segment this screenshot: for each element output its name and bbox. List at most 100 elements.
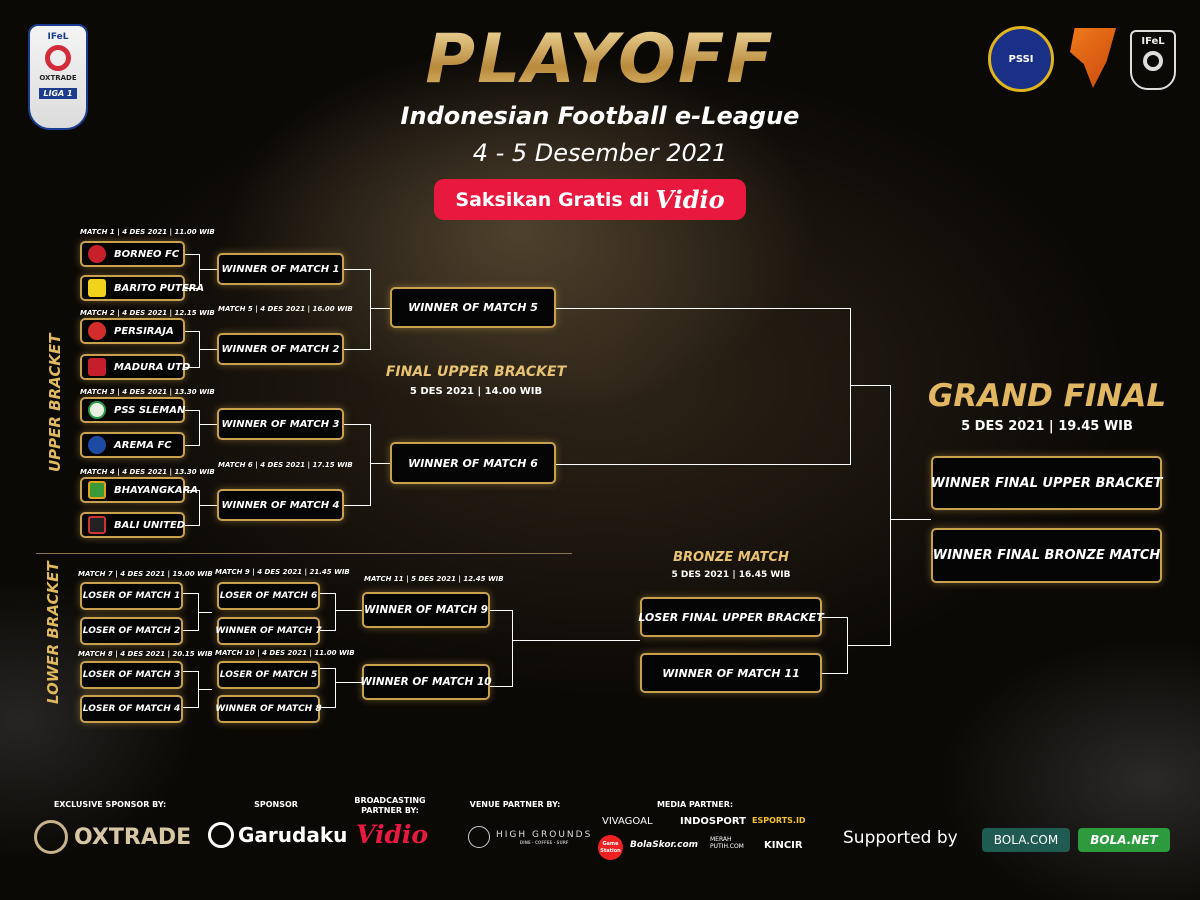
connector (199, 410, 200, 446)
team-slot: MADURA UTD (80, 354, 190, 380)
connector (556, 308, 850, 309)
connector (183, 671, 198, 672)
bhayangkara-crest-icon (88, 481, 106, 499)
bracket-slot: WINNER OF MATCH 11 (640, 653, 822, 693)
team-slot: BARITO PUTERA (80, 275, 204, 301)
upper-bracket-label: UPPER BRACKET (46, 333, 64, 472)
bracket-slot: LOSER OF MATCH 3 (80, 661, 183, 689)
match-label: MATCH 9 | 4 DES 2021 | 21.45 WIB (215, 568, 350, 576)
connector (490, 686, 512, 687)
connector (320, 707, 335, 708)
bracket-slot: WINNER OF MATCH 2 (217, 333, 344, 365)
connector (198, 612, 212, 613)
connector (183, 630, 198, 631)
team-slot: BHAYANGKARA (80, 477, 198, 503)
media-partner-bolaskor: BolaSkor.com (630, 840, 699, 850)
bronze-title: BRONZE MATCH (673, 550, 789, 565)
connector (185, 490, 199, 491)
connector (370, 463, 390, 464)
liga1-text: LIGA 1 (39, 88, 77, 99)
media-partner-esports: ESPORTS.ID (752, 816, 806, 825)
exclusive-sponsor-label: EXCLUSIVE SPONSOR BY: (53, 800, 167, 809)
connector (185, 445, 199, 446)
connector (183, 707, 198, 708)
garuda-icon (208, 822, 234, 848)
pss-crest-icon (88, 401, 106, 419)
connector (320, 668, 335, 669)
connector (890, 385, 891, 645)
media-partner-label: MEDIA PARTNER: (656, 800, 734, 809)
bracket-slot: LOSER OF MATCH 2 (80, 617, 183, 645)
persiraja-crest-icon (88, 322, 106, 340)
bracket-slot: WINNER OF MATCH 8 (215, 695, 322, 723)
watch-text: Saksikan Gratis di (455, 188, 650, 211)
connector (822, 673, 847, 674)
connector (199, 269, 217, 270)
grand-final-date: 5 DES 2021 | 19.45 WIB (961, 419, 1133, 434)
connector (185, 367, 199, 368)
bracket-slot: WINNER OF MATCH 10 (360, 664, 492, 700)
bracket-slot: LOSER OF MATCH 4 (80, 695, 183, 723)
connector (185, 288, 199, 289)
bolacom-logo: BOLA.COM (982, 828, 1070, 852)
connector (183, 593, 198, 594)
team-name: BORNEO FC (114, 248, 180, 260)
page-title: PLAYOFF (330, 20, 870, 99)
connector (199, 505, 217, 506)
oxtrade-logo: OXTRADE (34, 820, 191, 854)
team-name: BARITO PUTERA (114, 282, 205, 294)
connector (185, 525, 199, 526)
connector (185, 331, 199, 332)
oxtrade-text: OXTRADE (39, 74, 77, 82)
venue-name: HIGH GROUNDS (496, 829, 593, 840)
ifel-text: IFeL (47, 32, 69, 42)
ifel-emblem-icon (45, 45, 71, 71)
connector (370, 424, 371, 506)
connector (199, 490, 200, 526)
match-label: MATCH 6 | 4 DES 2021 | 17.15 WIB (218, 461, 353, 469)
bracket-slot: LOSER OF MATCH 6 (217, 582, 320, 610)
connector (822, 617, 847, 618)
ox-head-icon (34, 820, 68, 854)
connector (335, 668, 336, 708)
vidio-logo: Vidio (655, 185, 725, 214)
connector (344, 424, 370, 425)
bracket-slot: LOSER OF MATCH 1 (80, 582, 183, 610)
connector (199, 424, 217, 425)
connector (185, 254, 199, 255)
subtitle: Indonesian Football e-League (400, 102, 800, 130)
bolanet-logo: BOLA.NET (1078, 828, 1170, 852)
team-name: PERSIRAJA (114, 325, 174, 337)
pssi-text: PSSI (1008, 53, 1034, 65)
connector (344, 349, 370, 350)
bracket-slot: WINNER OF MATCH 6 (390, 442, 556, 484)
watch-on-vidio-button[interactable]: Saksikan Gratis di Vidio (434, 179, 746, 220)
venue-tagline: DINE · COFFEE · SURF (519, 839, 569, 845)
connector (320, 630, 335, 631)
connector (490, 610, 512, 611)
media-partner-indosport: INDOSPORT (680, 816, 746, 827)
media-partner-merahputih: MERAH PUTIH.COM (710, 836, 744, 850)
barito-crest-icon (88, 279, 106, 297)
garudaku-text: Garudaku (238, 823, 348, 847)
media-partner-gamestation: Game Station (598, 835, 623, 860)
connector (370, 308, 390, 309)
bronze-date: 5 DES 2021 | 16.45 WIB (671, 570, 791, 580)
pssi-logo: PSSI (988, 26, 1054, 92)
hg-emblem-icon (468, 826, 490, 848)
ifel-emblem-icon (1143, 51, 1163, 71)
bali-united-crest-icon (88, 516, 106, 534)
ifel-text: IFeL (1141, 36, 1165, 47)
bracket-slot: WINNER OF MATCH 9 (362, 592, 490, 628)
connector (512, 610, 513, 687)
match-label: MATCH 11 | 5 DES 2021 | 12.45 WIB (364, 575, 504, 583)
final-upper-title: FINAL UPPER BRACKET (385, 364, 567, 380)
connector (185, 410, 199, 411)
match-label: MATCH 8 | 4 DES 2021 | 20.15 WIB (78, 650, 213, 658)
match-label: MATCH 1 | 4 DES 2021 | 11.00 WIB (80, 228, 215, 236)
bracket-slot: WINNER OF MATCH 3 (217, 408, 344, 440)
venue-label: VENUE PARTNER BY: (469, 800, 561, 809)
madura-crest-icon (88, 358, 106, 376)
connector (556, 464, 850, 465)
